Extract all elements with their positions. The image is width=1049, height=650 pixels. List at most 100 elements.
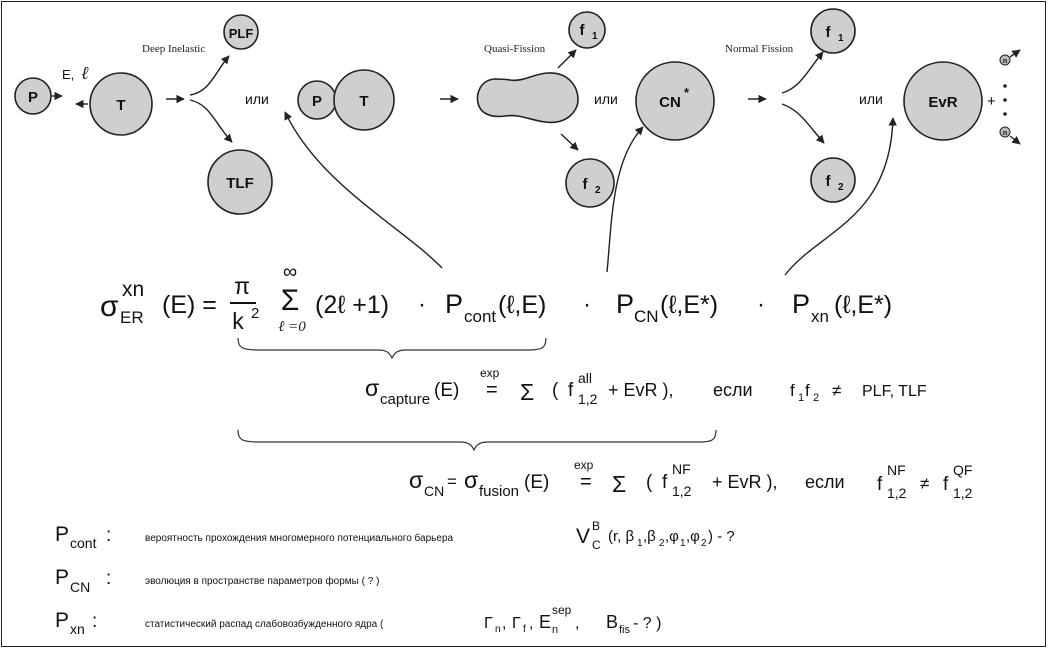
plus-sign: + xyxy=(987,93,996,110)
svg-text:·: · xyxy=(583,291,591,318)
normal-fission-label: Normal Fission xyxy=(725,43,794,55)
evaporation-residue: EvR xyxy=(903,61,983,141)
svg-text:f: f xyxy=(877,474,883,495)
svg-text:Σ: Σ xyxy=(612,471,626,497)
svg-text:fusion: fusion xyxy=(479,483,519,500)
svg-text:Γ: Γ xyxy=(484,615,493,632)
svg-text:,β: ,β xyxy=(643,528,656,545)
svg-text:+ EvR ),: + EvR ), xyxy=(712,472,778,492)
note-pcn: P CN : эволюция в пространстве параметро… xyxy=(55,566,379,595)
svg-text:1: 1 xyxy=(592,31,598,42)
svg-text:PLF, TLF: PLF, TLF xyxy=(862,383,927,400)
svg-text:2: 2 xyxy=(813,392,819,404)
target-nucleus: T xyxy=(89,72,153,136)
svg-text:(E): (E) xyxy=(434,380,459,401)
svg-text:,φ: ,φ xyxy=(665,528,679,545)
svg-text:P: P xyxy=(616,289,634,319)
compound-nucleus: CN * xyxy=(635,61,715,141)
svg-text:E: E xyxy=(539,612,551,632)
svg-text:если: если xyxy=(713,380,753,400)
svg-text:P: P xyxy=(792,289,810,319)
quasi-fission-arrow-up xyxy=(557,49,577,69)
svg-text:(E): (E) xyxy=(524,472,549,493)
svg-text:·: · xyxy=(757,291,765,318)
svg-text:xn: xn xyxy=(70,621,85,637)
svg-text:2: 2 xyxy=(701,538,707,549)
svg-text:PLF: PLF xyxy=(229,26,254,41)
svg-text:1: 1 xyxy=(680,538,686,549)
touching-target: T xyxy=(333,69,395,131)
svg-text:QF: QF xyxy=(953,462,972,478)
svg-text:2: 2 xyxy=(659,538,665,549)
svg-text:T: T xyxy=(116,97,125,114)
emitted-neutron-1: n xyxy=(999,49,1021,66)
svg-text:1: 1 xyxy=(798,392,804,404)
svg-text:f: f xyxy=(826,24,832,41)
svg-text:(ℓ,E*): (ℓ,E*) xyxy=(834,291,892,319)
svg-text:k: k xyxy=(232,308,244,334)
svg-text:f: f xyxy=(583,176,589,193)
pcn-link-arrow xyxy=(606,126,644,273)
svg-text:CN: CN xyxy=(659,94,681,111)
main-cross-section-formula: σ xn ER (E) = π k 2 ∞ Σ ℓ =0 (2ℓ +1) · P… xyxy=(100,261,892,335)
svg-text:,: , xyxy=(529,615,533,632)
svg-text:exp: exp xyxy=(574,458,594,472)
svg-text:1,2: 1,2 xyxy=(578,391,598,407)
svg-text:- ? ): - ? ) xyxy=(633,615,661,632)
svg-text:1,2: 1,2 xyxy=(887,485,907,501)
svg-text:если: если xyxy=(805,472,845,492)
deep-inelastic-arrow-up xyxy=(189,55,230,96)
svg-text:Σ: Σ xyxy=(520,379,534,405)
svg-text:CN: CN xyxy=(634,307,659,326)
svg-text:P: P xyxy=(312,93,322,110)
svg-text:xn: xn xyxy=(122,278,144,301)
svg-text:Σ: Σ xyxy=(281,284,300,317)
svg-text:σ: σ xyxy=(365,375,379,401)
note-pxn: P xn : статистический распад слабовозбуж… xyxy=(55,603,661,637)
svg-text:exp: exp xyxy=(480,366,500,380)
svg-text:=: = xyxy=(486,379,498,401)
deep-inelastic-label: Deep Inelastic xyxy=(142,43,205,55)
svg-text:≠: ≠ xyxy=(920,474,929,493)
capture-cross-section-formula: σ capture (E) exp = Σ ( f all 1,2 + EvR … xyxy=(365,366,927,408)
deep-inelastic-arrow-down xyxy=(189,99,233,143)
svg-text:,: , xyxy=(502,615,506,632)
dinuclear-system-shape xyxy=(476,72,579,124)
svg-text:=: = xyxy=(447,472,457,491)
svg-text:) - ?: ) - ? xyxy=(708,528,735,545)
svg-text:TLF: TLF xyxy=(226,175,254,192)
angular-momentum-label: ℓ xyxy=(81,63,89,83)
touching-projectile: P xyxy=(297,80,337,120)
tlf-nucleus: TLF xyxy=(207,149,273,215)
svg-text:n: n xyxy=(495,624,501,635)
normal-fission-arrow-up xyxy=(781,51,824,94)
svg-text:≠: ≠ xyxy=(832,381,841,400)
svg-text:fis: fis xyxy=(619,624,631,636)
svg-text:sep: sep xyxy=(552,603,572,617)
pxn-link-arrow xyxy=(784,117,897,276)
svg-text:вероятность прохождения многом: вероятность прохождения многомерного пот… xyxy=(145,532,454,544)
svg-text:f: f xyxy=(826,173,832,190)
svg-text:(: ( xyxy=(552,380,559,401)
svg-text:NF: NF xyxy=(672,461,691,477)
qf-fragment-1: f 1 xyxy=(568,11,606,49)
svg-text:NF: NF xyxy=(887,462,906,478)
svg-text::: : xyxy=(106,568,111,589)
pcont-link-arrow xyxy=(284,111,443,269)
svg-text:f: f xyxy=(805,381,810,400)
quasi-fission-arrow-down xyxy=(560,133,579,151)
svg-text:1,2: 1,2 xyxy=(953,485,973,501)
svg-text:f: f xyxy=(790,381,795,400)
svg-text:f: f xyxy=(662,472,668,493)
svg-text:f: f xyxy=(943,474,949,495)
nf-fragment-2: f 2 xyxy=(810,157,856,203)
svg-text:(2ℓ +1): (2ℓ +1) xyxy=(315,291,389,319)
svg-text:2: 2 xyxy=(595,185,601,196)
svg-text:EvR: EvR xyxy=(928,94,957,111)
svg-text:1: 1 xyxy=(637,538,643,549)
svg-text:σ: σ xyxy=(409,467,423,493)
svg-text:эволюция в пространстве параме: эволюция в пространстве параметров формы… xyxy=(145,575,379,587)
svg-text:(ℓ,E): (ℓ,E) xyxy=(498,291,546,319)
plf-nucleus: PLF xyxy=(223,14,259,50)
